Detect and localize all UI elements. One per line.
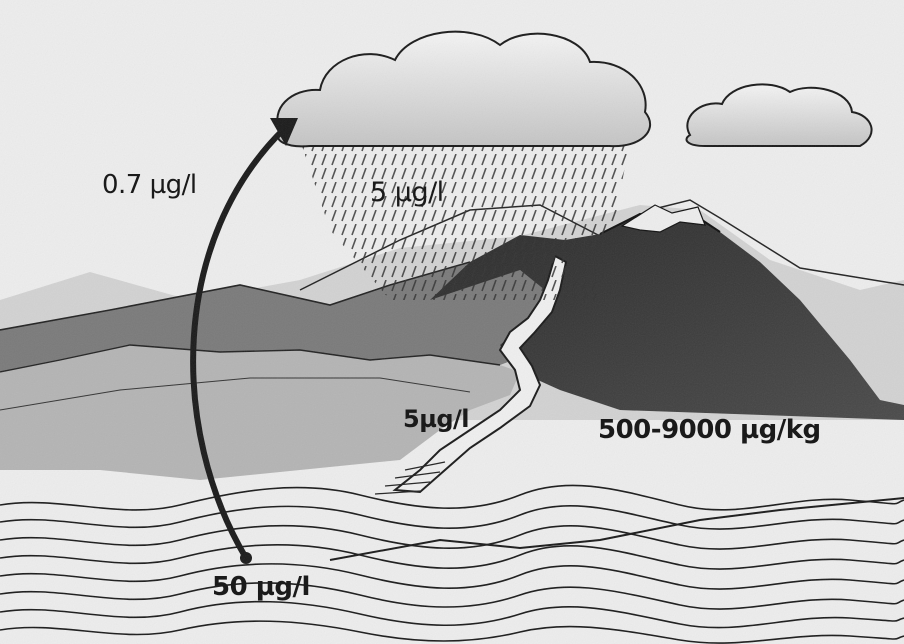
atmosphere-concentration-label: 0.7 µg/l [102, 170, 197, 200]
river-concentration-label: 5µg/l [403, 405, 469, 433]
rock-concentration-label: 500-9000 µg/kg [598, 415, 821, 445]
sea-concentration-label: 50 µg/l [212, 572, 310, 602]
rain-concentration-label: 5 µg/l [370, 177, 444, 208]
